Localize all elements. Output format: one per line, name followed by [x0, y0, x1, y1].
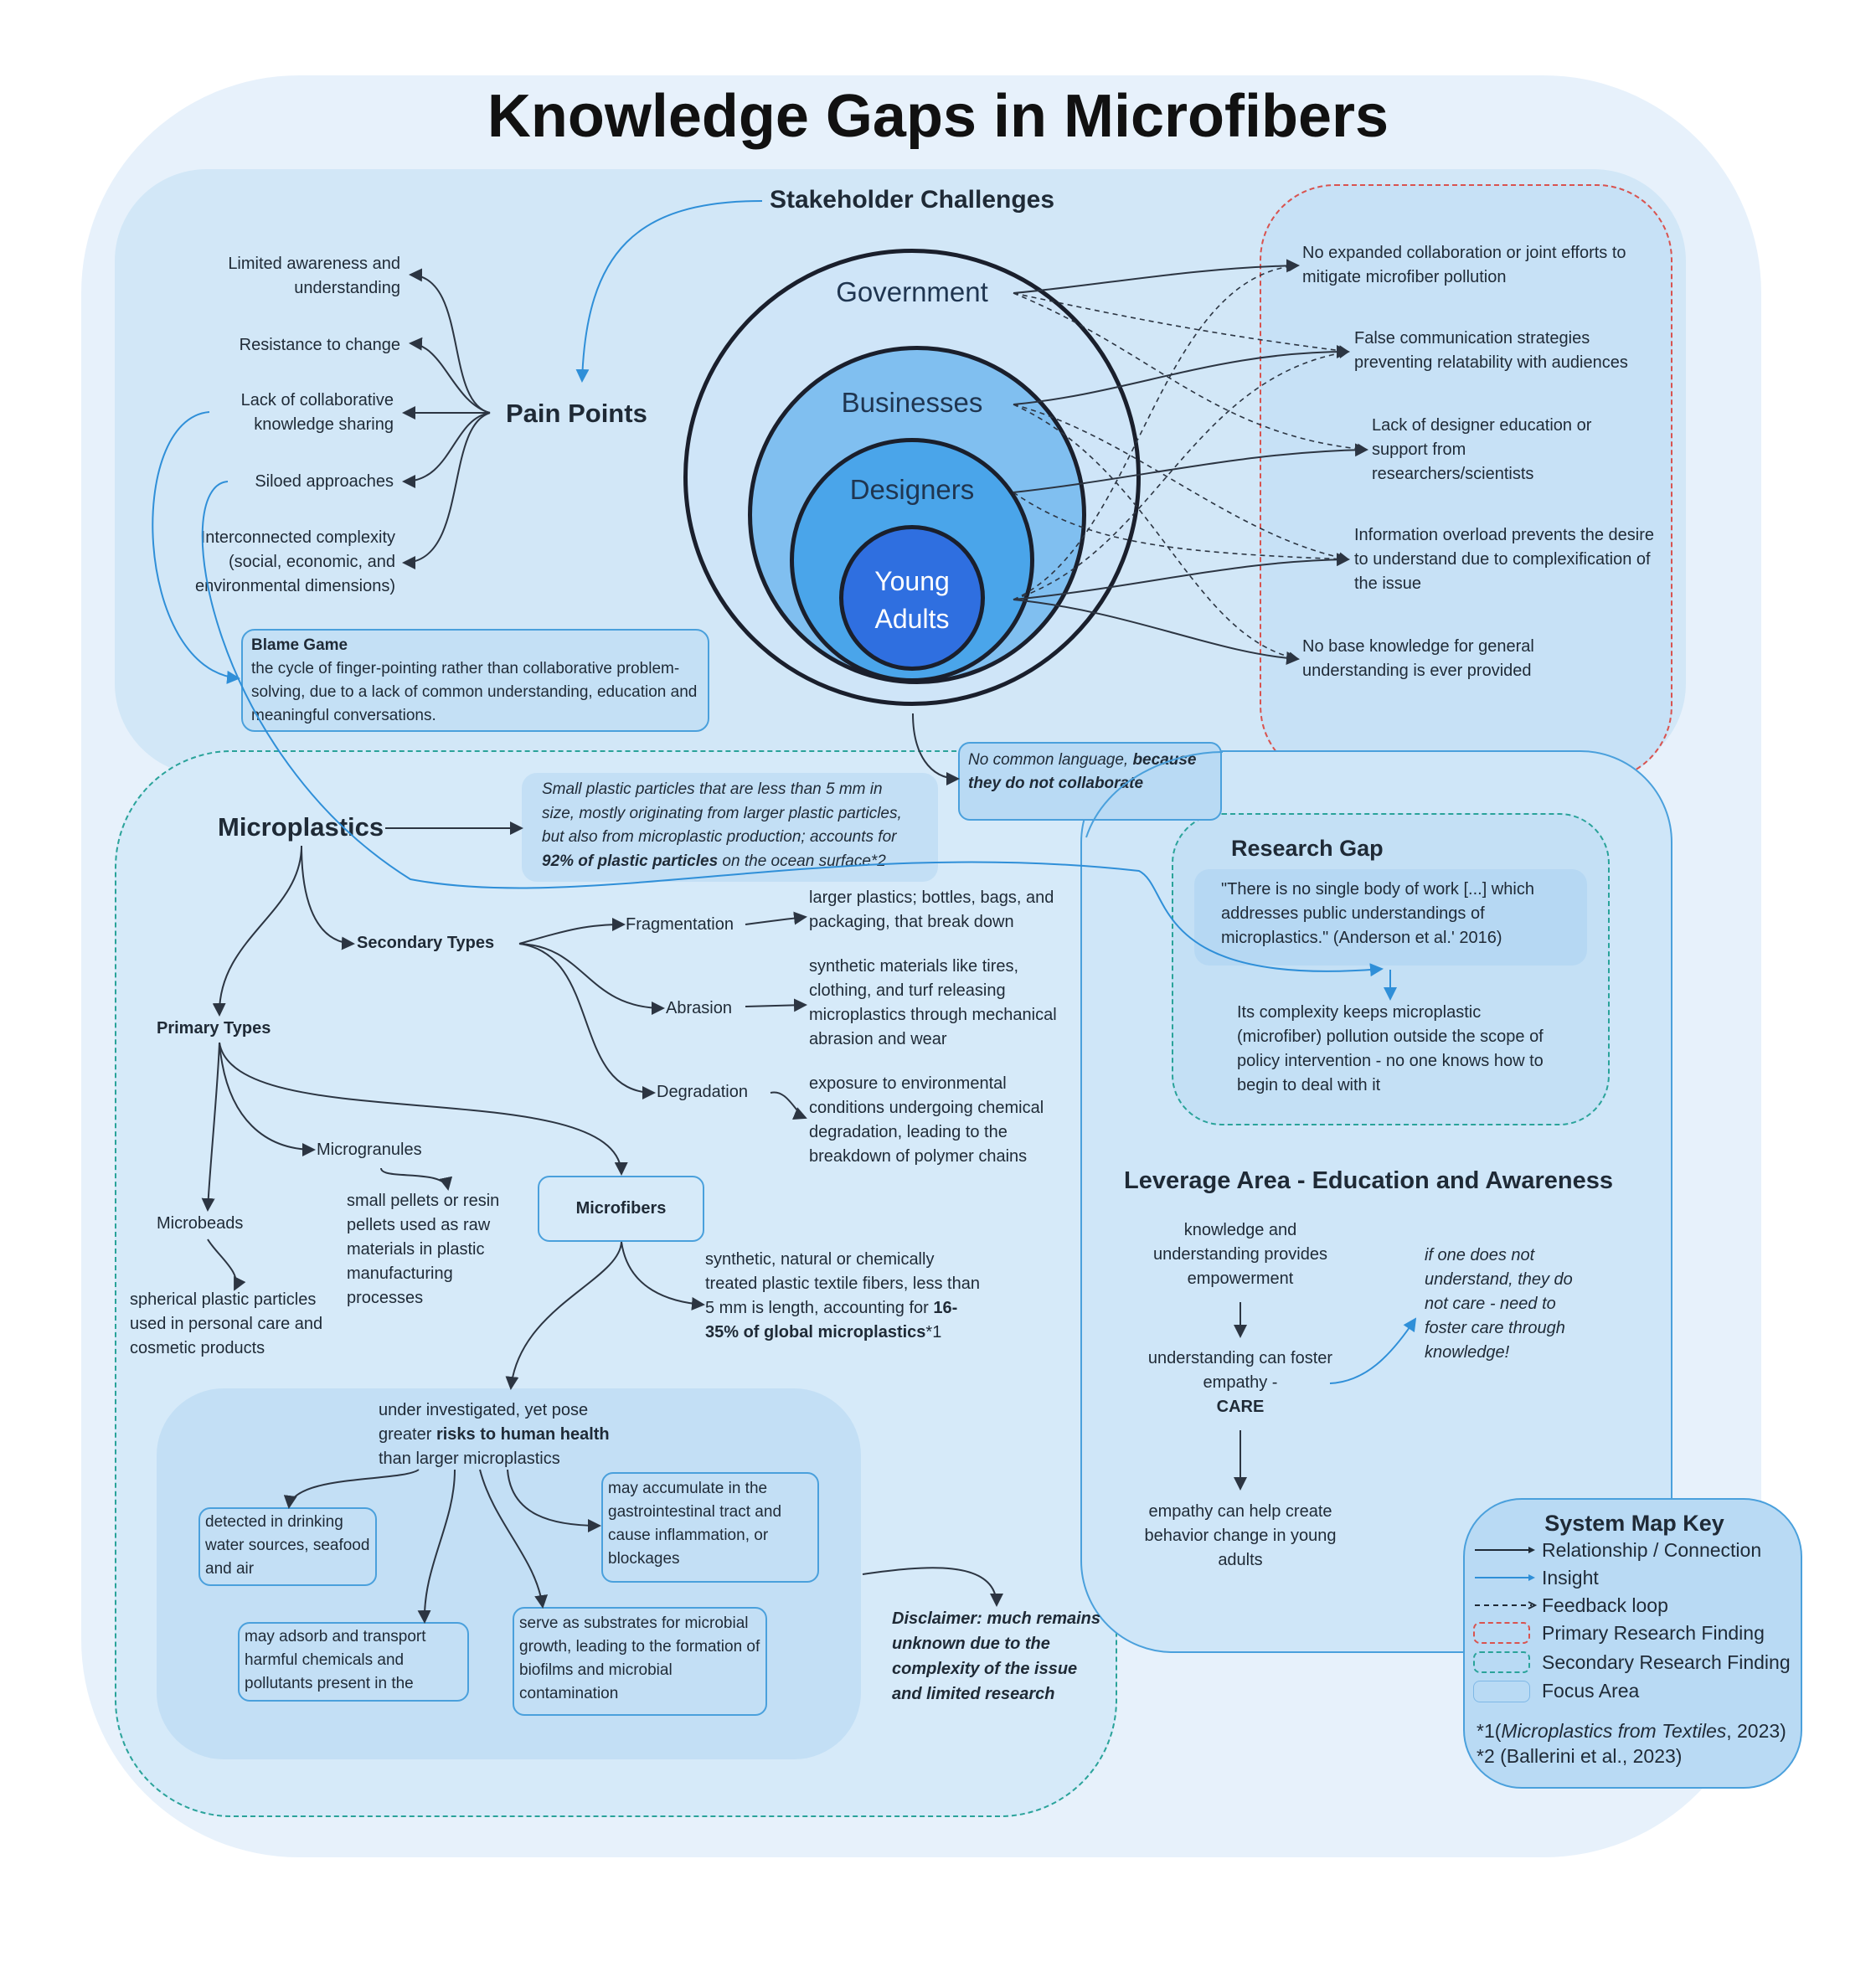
- degradation-label: Degradation: [657, 1083, 748, 1101]
- health-item: detected in drinking water sources, seaf…: [198, 1507, 377, 1586]
- insight-line-icon: [1475, 1574, 1535, 1581]
- reference-1: *1(Microplastics from Textiles, 2023): [1477, 1719, 1786, 1743]
- pain-point-item: Lack of collaborative knowledge sharing: [240, 391, 394, 434]
- focus-area-swatch: [1473, 1681, 1530, 1702]
- pain-point-item: Siloed approaches: [255, 472, 394, 491]
- key-item: Secondary Research Finding: [1542, 1651, 1791, 1673]
- microgranules-label: Microgranules: [317, 1141, 422, 1159]
- ring-label-designers: Designers: [849, 474, 975, 505]
- key-title: System Map Key: [1544, 1511, 1724, 1536]
- ref1-suffix: , 2023): [1726, 1720, 1786, 1742]
- microgranules-desc: small pellets or resin pellets used as r…: [347, 1192, 500, 1307]
- secondary-types-label: Secondary Types: [357, 934, 495, 952]
- pain-point-item: Interconnected complexity (social, econo…: [194, 528, 395, 595]
- ref1-prefix: *1(: [1477, 1720, 1502, 1742]
- secondary-finding-swatch: [1473, 1651, 1530, 1673]
- ring-label-young-adults: Young Adults: [874, 566, 950, 634]
- feedback-line-icon: [1475, 1601, 1538, 1609]
- key-item: Primary Research Finding: [1542, 1622, 1765, 1644]
- blame-game-box: Blame Game the cycle of finger-pointing …: [241, 629, 709, 732]
- health-heading: under investigated, yet pose greater ris…: [379, 1398, 638, 1471]
- primary-finding: No base knowledge for general understand…: [1302, 637, 1534, 680]
- blame-game-title: Blame Game: [251, 636, 348, 654]
- health-heading-tail: than larger microplastics: [379, 1450, 560, 1468]
- primary-finding: Information overload prevents the desire…: [1354, 526, 1654, 593]
- microfibers-box: Microfibers: [538, 1176, 704, 1242]
- definition-tail: on the ocean surface*2: [718, 852, 886, 870]
- common-language-text: No common language,: [968, 751, 1133, 769]
- definition-bold: 92% of plastic particles: [542, 852, 719, 870]
- health-item: serve as substrates for microbial growth…: [513, 1607, 767, 1716]
- leverage-step-1: knowledge and understanding provides emp…: [1153, 1221, 1327, 1288]
- health-item: may accumulate in the gastrointestinal t…: [601, 1472, 819, 1583]
- key-item: Insight: [1542, 1567, 1599, 1589]
- page-title: Knowledge Gaps in Microfibers: [487, 83, 1389, 150]
- fragmentation-label: Fragmentation: [626, 915, 734, 934]
- reference-2: *2 (Ballerini et al., 2023): [1477, 1745, 1683, 1767]
- fragmentation-desc: larger plastics; bottles, bags, and pack…: [809, 888, 1054, 931]
- primary-finding: No expanded collaboration or joint effor…: [1302, 244, 1626, 286]
- abrasion-desc: synthetic materials like tires, clothing…: [809, 957, 1057, 1048]
- abrasion-label: Abrasion: [666, 999, 732, 1017]
- microplastics-heading: Microplastics: [218, 812, 384, 842]
- disclaimer: Disclaimer: much remains unknown due to …: [892, 1609, 1100, 1703]
- blame-game-body: the cycle of finger-pointing rather than…: [251, 660, 698, 724]
- leverage-step-2-bold: CARE: [1216, 1398, 1265, 1416]
- primary-finding-swatch: [1473, 1622, 1530, 1644]
- system-map-key: System Map Key Relationship / Connection…: [1463, 1498, 1802, 1789]
- key-item: Focus Area: [1542, 1680, 1640, 1702]
- primary-finding: False communication strategies preventin…: [1354, 329, 1628, 372]
- microbeads-label: Microbeads: [157, 1214, 244, 1233]
- health-heading-bold: risks to human health: [436, 1425, 610, 1444]
- key-item: Relationship / Connection: [1542, 1539, 1762, 1561]
- leverage-step-3: empathy can help create behavior change …: [1144, 1502, 1337, 1569]
- microplastics-definition-box: Small plastic particles that are less th…: [522, 773, 938, 882]
- pain-point-item: Resistance to change: [239, 336, 400, 354]
- ring-label-businesses: Businesses: [841, 387, 983, 418]
- microfibers-desc: synthetic, natural or chemically treated…: [705, 1248, 990, 1345]
- leverage-step-2-text: understanding can foster empathy -: [1147, 1349, 1333, 1392]
- leverage-heading: Leverage Area - Education and Awareness: [1124, 1167, 1613, 1194]
- health-item: may adsorb and transport harmful chemica…: [238, 1622, 469, 1702]
- ring-label-government: Government: [836, 276, 988, 307]
- common-language-box: No common language, because they do not …: [958, 742, 1222, 821]
- relationship-line-icon: [1475, 1547, 1535, 1553]
- microfibers-label: Microfibers: [575, 1199, 667, 1218]
- primary-types-label: Primary Types: [157, 1019, 271, 1038]
- microfibers-desc-text: synthetic, natural or chemically treated…: [705, 1250, 980, 1317]
- primary-finding: Lack of designer education or support fr…: [1372, 416, 1592, 483]
- microfibers-desc-bold: 16-35% of global microplastics: [705, 1299, 958, 1341]
- degradation-desc: exposure to environmental conditions und…: [809, 1074, 1044, 1166]
- pain-point-item: Limited awareness and understanding: [228, 255, 400, 297]
- ref1-title: Microplastics from Textiles: [1501, 1720, 1727, 1742]
- pain-points-heading: Pain Points: [506, 399, 647, 428]
- stakeholder-heading: Stakeholder Challenges: [769, 186, 1055, 214]
- research-gap-insight: Its complexity keeps microplastic (micro…: [1237, 1003, 1544, 1094]
- research-gap-quote: "There is no single body of work [...] w…: [1194, 869, 1587, 966]
- leverage-aside: if one does not understand, they do not …: [1425, 1246, 1573, 1362]
- health-heading-text: under investigated, yet pose greater: [379, 1401, 589, 1444]
- leverage-step-2: understanding can foster empathy - CARE: [1144, 1347, 1337, 1419]
- microbeads-desc: spherical plastic particles used in pers…: [130, 1290, 323, 1357]
- research-gap-heading: Research Gap: [1231, 836, 1384, 861]
- key-item: Feedback loop: [1542, 1594, 1668, 1616]
- definition-text: Small plastic particles that are less th…: [542, 780, 902, 846]
- microfibers-desc-tail: *1: [925, 1323, 942, 1341]
